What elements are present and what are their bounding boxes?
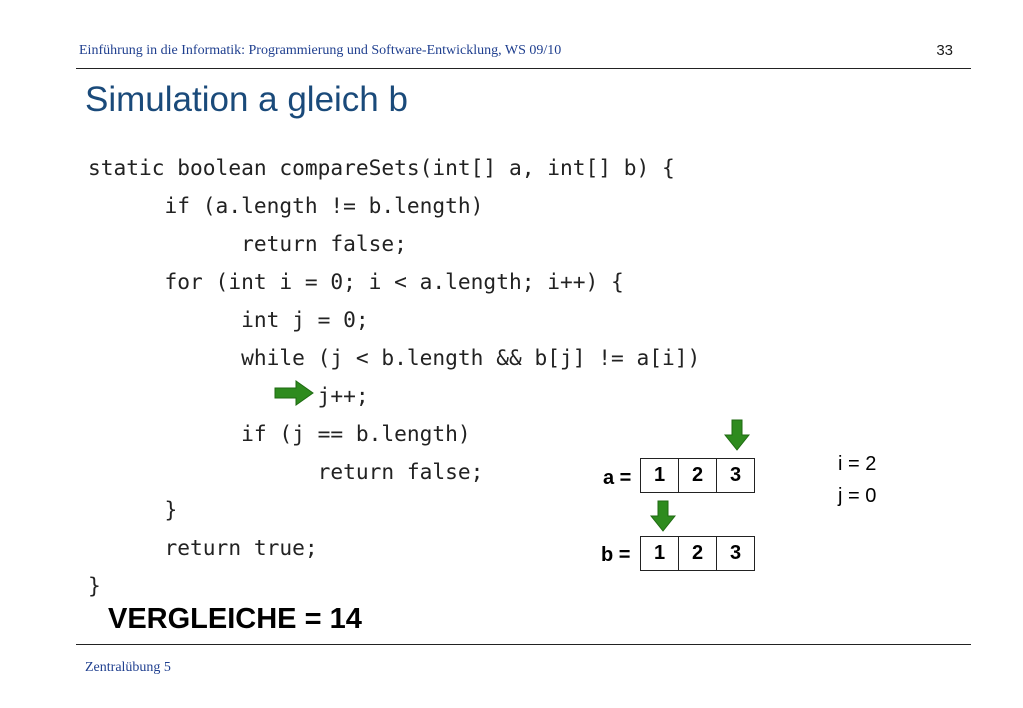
array-a-cell: 3 bbox=[729, 464, 742, 486]
array-b: 1 2 3 bbox=[640, 536, 755, 571]
array-a-cell: 1 bbox=[641, 459, 679, 492]
code-line: int j = 0; bbox=[88, 307, 369, 332]
footer-label: Zentralübung 5 bbox=[85, 660, 171, 675]
variable-j: j = 0 bbox=[838, 485, 877, 507]
code-line: if (a.length != b.length) bbox=[88, 193, 484, 218]
code-line: static boolean compareSets(int[] a, int[… bbox=[88, 155, 675, 180]
code-line: for (int i = 0; i < a.length; i++) { bbox=[88, 269, 624, 294]
code-line: return false; bbox=[88, 459, 484, 484]
code-line: return true; bbox=[88, 535, 318, 560]
a-pointer-arrow-icon bbox=[724, 419, 750, 451]
b-pointer-arrow-icon bbox=[650, 500, 676, 532]
code-line: while (j < b.length && b[j] != a[i]) bbox=[88, 345, 701, 370]
array-b-cell: 2 bbox=[679, 537, 717, 570]
slide-title: Simulation a gleich b bbox=[85, 80, 408, 119]
code-line: } bbox=[88, 497, 178, 522]
header-rule bbox=[76, 68, 971, 69]
array-b-cell: 1 bbox=[641, 537, 679, 570]
current-line-arrow-icon bbox=[274, 380, 314, 406]
page-number: 33 bbox=[936, 42, 953, 59]
code-line: if (j == b.length) bbox=[88, 421, 471, 446]
header-course: Einführung in die Informatik: Programmie… bbox=[79, 43, 562, 58]
code-line: j++; bbox=[88, 383, 369, 408]
comparison-counter: VERGLEICHE = 14 bbox=[108, 603, 362, 635]
code-line: return false; bbox=[88, 231, 407, 256]
variable-i: i = 2 bbox=[838, 453, 877, 475]
footer-rule bbox=[76, 644, 971, 645]
array-b-label: b = bbox=[601, 544, 631, 566]
array-a-cell: 2 bbox=[679, 459, 717, 492]
array-a-label: a = bbox=[603, 467, 632, 489]
array-a: 1 2 3 bbox=[640, 458, 755, 493]
code-line: } bbox=[88, 573, 101, 598]
array-b-cell: 3 bbox=[729, 542, 742, 564]
